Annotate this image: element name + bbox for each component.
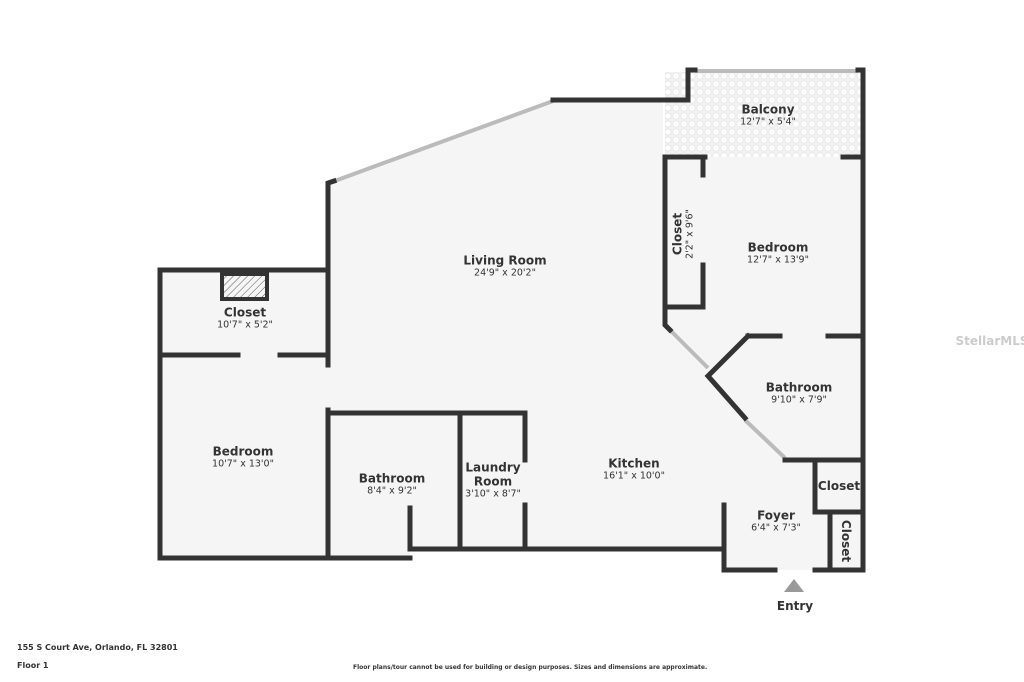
floor-label: Floor 1 [17,661,49,670]
walls [157,67,866,573]
disclaimer: Floor plans/tour cannot be used for buil… [353,664,708,671]
fireplace-hatch [220,272,269,301]
room-closet-se: Closet [817,479,861,493]
watermark: StellarMLS [955,334,1024,348]
address: 155 S Court Ave, Orlando, FL 32801 [17,643,178,652]
balcony-tiles [665,72,863,157]
entry-arrow-icon [784,579,804,592]
entry-label: Entry [776,599,814,613]
room-closet-foyer: Closet [839,519,853,563]
floor-area [160,72,863,570]
